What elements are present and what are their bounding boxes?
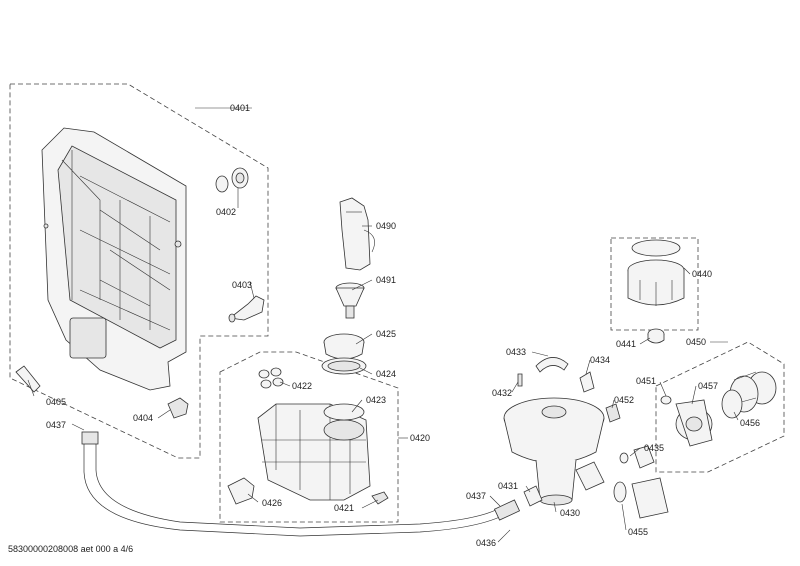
label-0437-right: 0437: [466, 491, 486, 501]
label-0457: 0457: [698, 381, 718, 391]
clip-0404: [167, 397, 189, 419]
label-0435: 0435: [644, 443, 664, 453]
group-outline-0440: [610, 237, 699, 331]
label-0422: 0422: [292, 381, 312, 391]
seal-ring-0402: [215, 167, 249, 193]
clip-0421: [371, 491, 389, 505]
seals-0422: [258, 367, 284, 389]
label-0404: 0404: [133, 413, 153, 423]
drawing-reference-number: 58300000208008 aet 000 a 4/6: [8, 544, 134, 554]
label-0401: 0401: [230, 103, 250, 113]
group-outline-0450: [655, 341, 785, 473]
side-panel-0401: [41, 127, 187, 391]
label-0405: 0405: [46, 397, 66, 407]
label-0440: 0440: [692, 269, 712, 279]
bracket-0405: [15, 365, 41, 393]
label-0491: 0491: [376, 275, 396, 285]
label-0452: 0452: [614, 395, 634, 405]
seal-0423: [323, 403, 365, 421]
label-0451: 0451: [636, 376, 656, 386]
label-0436: 0436: [476, 538, 496, 548]
label-0421: 0421: [334, 503, 354, 513]
label-0403: 0403: [232, 280, 252, 290]
label-0490: 0490: [376, 221, 396, 231]
label-0437-left: 0437: [46, 420, 66, 430]
connector-0426: [227, 477, 255, 505]
label-0432: 0432: [492, 388, 512, 398]
label-0433: 0433: [506, 347, 526, 357]
label-0455: 0455: [628, 527, 648, 537]
part-0434: [579, 371, 595, 393]
group-outline-0420: [219, 351, 399, 523]
label-0423: 0423: [366, 395, 386, 405]
label-0441: 0441: [616, 339, 636, 349]
sump-0430: [503, 397, 605, 506]
hose-0437-left: [81, 431, 301, 537]
drain-pump-0455: [613, 477, 669, 519]
heater-0440: [627, 239, 685, 306]
group-outline-0401: [9, 83, 269, 459]
label-0456: 0456: [740, 418, 760, 428]
label-0430: 0430: [560, 508, 580, 518]
seal-ring-0451: [660, 395, 672, 405]
label-0431: 0431: [498, 481, 518, 491]
leader-lines: [27, 107, 739, 543]
screw-0432: [517, 373, 523, 387]
hose-0437-right: [299, 499, 521, 537]
ring-0456: [721, 389, 743, 419]
sensor-0441: [647, 328, 665, 344]
part-labels: 0401 0402 0403 0404 0405 0437 0490 0491 …: [46, 103, 760, 548]
label-0425: 0425: [376, 329, 396, 339]
valve-0403: [228, 295, 265, 323]
label-0424: 0424: [376, 369, 396, 379]
cap-0425: [323, 333, 365, 360]
valve-0435: [619, 445, 655, 469]
label-0402: 0402: [216, 207, 236, 217]
pump-0457: [675, 399, 713, 447]
label-0420: 0420: [410, 433, 430, 443]
connector-0431: [523, 485, 543, 507]
label-0426: 0426: [262, 498, 282, 508]
part-0452: [605, 403, 621, 423]
ring-0424: [321, 357, 367, 375]
funnel-0491: [335, 282, 365, 319]
label-0434: 0434: [590, 355, 610, 365]
filter-cover-0433: [535, 357, 569, 373]
label-0450: 0450: [686, 337, 706, 347]
rinse-bottle-0490: [339, 197, 375, 271]
